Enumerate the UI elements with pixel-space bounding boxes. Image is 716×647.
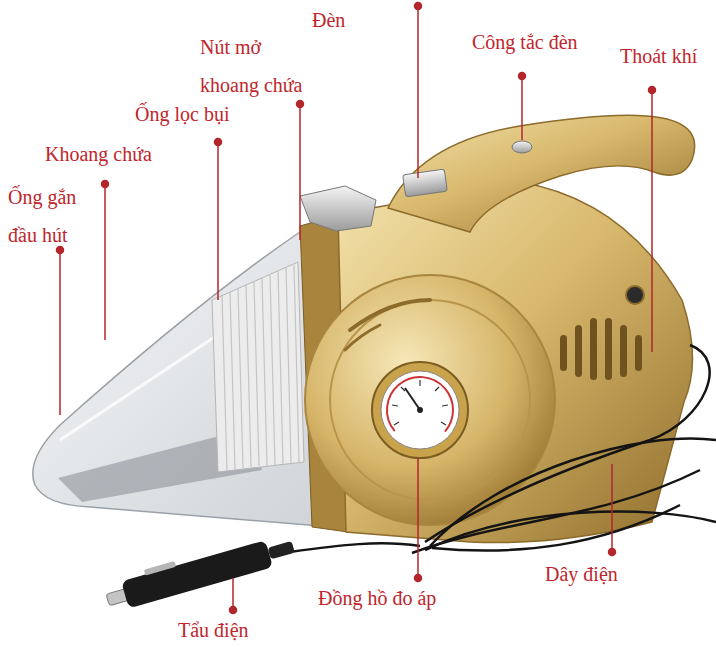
housing-groove: [350, 300, 430, 330]
lamp-window: [403, 169, 448, 197]
air-valve: [626, 286, 644, 304]
gauge-bezel: [372, 362, 468, 458]
motor-ring: [330, 300, 530, 500]
part-label: Nút mở khoang chứa: [200, 28, 312, 104]
leader-lines: [57, 3, 656, 614]
gauge-needle: [405, 388, 420, 410]
part-label: Dây điện: [545, 562, 618, 586]
part-label: Công tắc đèn: [472, 30, 578, 54]
gauge-face: [381, 371, 459, 449]
part-label: Đồng hồ đo áp: [318, 586, 436, 610]
part-label: Ống lọc bụi: [135, 102, 229, 126]
power-cable: [290, 345, 716, 553]
filter-pleats: [222, 265, 299, 470]
part-label: Tẩu điện: [178, 618, 249, 642]
cigarette-plug: [102, 528, 297, 613]
part-label: Thoát khí: [620, 44, 697, 68]
part-label: Khoang chứa: [45, 142, 152, 166]
handle: [388, 115, 695, 232]
gauge-ticks: [392, 380, 448, 425]
motor-housing: [305, 275, 555, 525]
part-label: Ống gắn đầu hút: [8, 178, 94, 254]
housing-groove: [345, 325, 380, 350]
gauge-scale: [374, 364, 467, 457]
part-label: Đèn: [312, 8, 345, 32]
light-button: [512, 141, 532, 153]
exhaust-grill: [560, 318, 642, 380]
clear-container: [33, 232, 332, 527]
release-latch: [300, 186, 376, 231]
gauge-hub: [417, 407, 423, 413]
filter-cartridge: [212, 262, 304, 472]
